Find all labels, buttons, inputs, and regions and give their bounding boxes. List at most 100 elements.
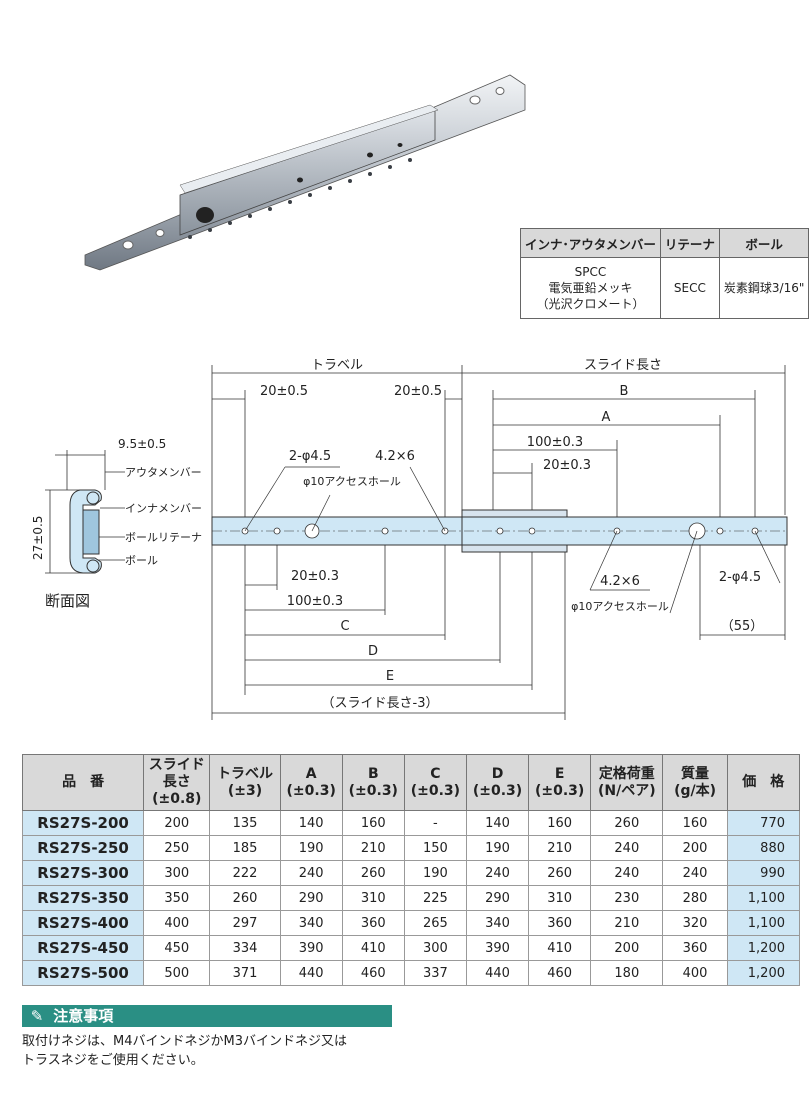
- spec-header-line: E: [554, 765, 565, 782]
- spec-cell: 334: [209, 935, 281, 961]
- price: 990: [726, 860, 801, 886]
- spec-cell: 180: [590, 960, 664, 986]
- dimension-drawing: トラベル スライド長さ 20±0.5 20±0.5 B A 100±0.3 20…: [211, 358, 788, 720]
- spec-header: 価 格: [726, 754, 801, 811]
- spec-cell: 340: [465, 910, 530, 936]
- spec-header-line: 品 番: [62, 774, 105, 790]
- spec-header: スライド長さ(±0.8): [143, 754, 211, 811]
- spec-cell: 240: [590, 835, 664, 861]
- spec-cell: 240: [465, 860, 530, 886]
- spec-header-line: D: [491, 765, 504, 782]
- product-photo: [84, 74, 526, 271]
- price: 1,100: [726, 910, 801, 936]
- spec-cell: 500: [143, 960, 211, 986]
- material-header: インナ･アウタメンバー: [520, 228, 661, 258]
- ball-material: 炭素鋼球3/16": [718, 257, 810, 319]
- spec-cell: 260: [590, 810, 664, 836]
- spec-cell: 140: [279, 810, 343, 836]
- spec-cell: 360: [341, 910, 405, 936]
- cross-section-diagram: 9.5±0.5 アウタメンバー インナメンバー ボールリテーナ ボール 断面図 …: [31, 437, 202, 610]
- spec-cell: 371: [209, 960, 281, 986]
- caution-text: 取付けネジは、M4バインドネジかM3バインドネジ又は トラスネジをご使用ください…: [22, 1032, 422, 1070]
- spec-cell: 190: [279, 835, 343, 861]
- spec-cell: 460: [528, 960, 592, 986]
- spec-header-line: (±0.3): [534, 782, 585, 799]
- spec-header-line: (g/本): [674, 782, 716, 799]
- label-inner-member: インナメンバー: [125, 502, 202, 515]
- spec-header-line: トラベル: [216, 765, 273, 782]
- spec-header: 定格荷重(N/ペア): [590, 754, 664, 811]
- label-100-top: 100±0.3: [527, 435, 583, 450]
- spec-cell: 360: [662, 935, 728, 961]
- spec-header-line: (±0.3): [286, 782, 336, 799]
- spec-header-line: A: [305, 765, 317, 782]
- label-E: E: [386, 669, 394, 684]
- section-height-label: 27±0.5: [31, 516, 45, 560]
- spec-header-line: B: [367, 765, 379, 782]
- spec-header-line: スライド長さ: [148, 757, 205, 790]
- spec-header: C(±0.3): [403, 754, 467, 811]
- label-C: C: [340, 619, 349, 634]
- label-slot-right: 4.2×6: [600, 574, 640, 589]
- spec-header-line: C: [430, 765, 441, 782]
- spec-table: 品 番スライド長さ(±0.8)トラベル(±3)A(±0.3)B(±0.3)C(±…: [21, 754, 801, 986]
- spec-cell: 337: [403, 960, 467, 986]
- spec-cell: 320: [662, 910, 728, 936]
- spec-cell: 222: [209, 860, 281, 886]
- spec-cell: 190: [465, 835, 530, 861]
- price: 1,100: [726, 885, 801, 911]
- material-header: リテーナ: [659, 228, 720, 258]
- spec-cell: 310: [341, 885, 405, 911]
- label-hole-left: 2-φ4.5: [289, 449, 331, 464]
- material-line: 電気亜鉛メッキ: [548, 281, 633, 295]
- spec-cell: 350: [143, 885, 211, 911]
- spec-cell: 260: [528, 860, 592, 886]
- spec-cell: 410: [341, 935, 405, 961]
- spec-cell: 210: [528, 835, 592, 861]
- spec-cell: 260: [341, 860, 405, 886]
- material-line: （光沢クロメート）: [536, 297, 645, 311]
- spec-cell: 260: [209, 885, 281, 911]
- spec-header: トラベル(±3): [209, 754, 281, 811]
- spec-cell: 240: [590, 860, 664, 886]
- label-slide-length: スライド長さ: [584, 358, 662, 373]
- section-width-label: 9.5±0.5: [118, 437, 166, 451]
- pencil-icon: ✎: [30, 1007, 44, 1025]
- spec-cell: 140: [465, 810, 530, 836]
- spec-cell: 440: [465, 960, 530, 986]
- spec-cell: 300: [403, 935, 467, 961]
- spec-cell: 190: [403, 860, 467, 886]
- part-number: RS27S-450: [21, 935, 145, 961]
- spec-header: E(±0.3): [528, 754, 592, 811]
- spec-cell: 390: [279, 935, 343, 961]
- price: 880: [726, 835, 801, 861]
- spec-cell: 410: [528, 935, 592, 961]
- spec-cell: 160: [528, 810, 592, 836]
- spec-cell: 250: [143, 835, 211, 861]
- spec-header-line: (±0.3): [348, 782, 398, 799]
- spec-cell: 297: [209, 910, 281, 936]
- spec-cell: 225: [403, 885, 467, 911]
- retainer-material: SECC: [659, 257, 720, 319]
- part-number: RS27S-500: [21, 960, 145, 986]
- price: 770: [726, 810, 801, 836]
- spec-cell: 200: [662, 835, 728, 861]
- label-access-right: φ10アクセスホール: [571, 600, 669, 613]
- caution-header: ✎ 注意事項: [22, 1005, 392, 1027]
- spec-header-line: (±3): [227, 782, 263, 799]
- part-number: RS27S-200: [21, 810, 145, 836]
- spec-cell: 210: [341, 835, 405, 861]
- part-number: RS27S-350: [21, 885, 145, 911]
- spec-header-line: (±0.3): [410, 782, 461, 799]
- inner-outer-material: SPCC 電気亜鉛メッキ （光沢クロメート）: [520, 257, 661, 319]
- part-number: RS27S-250: [21, 835, 145, 861]
- spec-cell: 240: [662, 860, 728, 886]
- spec-header-line: 価 格: [742, 774, 785, 790]
- spec-cell: 460: [341, 960, 405, 986]
- spec-cell: 160: [341, 810, 405, 836]
- spec-header-line: 質量: [681, 765, 710, 782]
